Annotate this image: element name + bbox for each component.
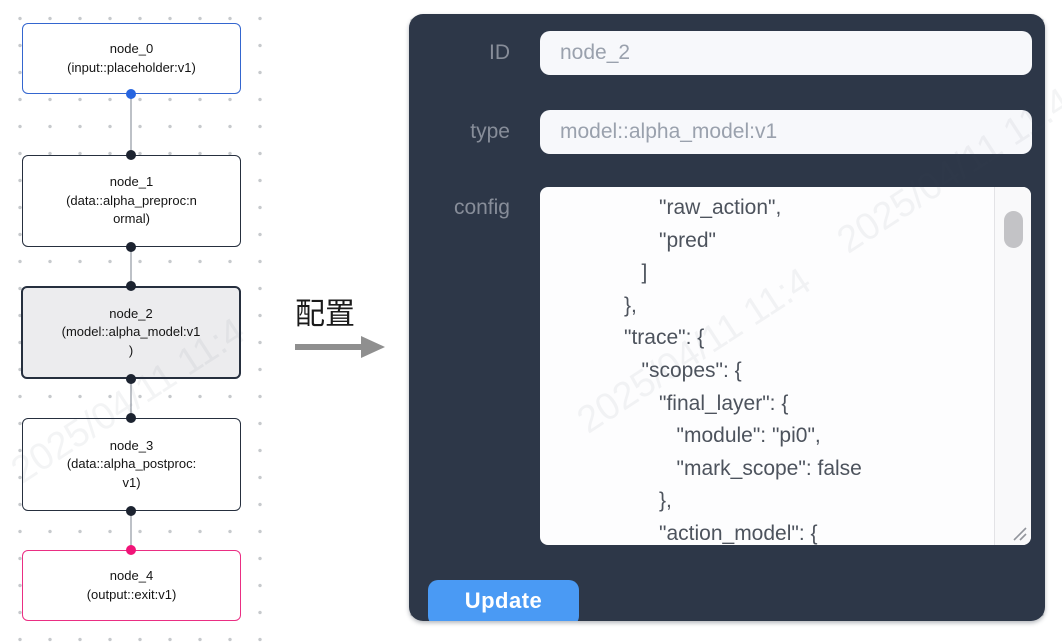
id-input-value: node_2 xyxy=(560,41,631,64)
update-button[interactable]: Update xyxy=(428,580,579,621)
node-type: (model::alpha_model:v1 xyxy=(61,324,201,340)
type-field-label: type xyxy=(470,120,510,143)
port-node_2-output[interactable] xyxy=(126,374,136,384)
port-node_3-output[interactable] xyxy=(126,506,136,516)
flow-node-node_0[interactable]: node_0 (input::placeholder:v1) xyxy=(22,23,241,94)
node-title: node_2 xyxy=(109,305,153,321)
type-input[interactable]: model::alpha_model:v1 xyxy=(540,110,1032,154)
config-field-label: config xyxy=(453,196,510,219)
node-type: ) xyxy=(128,342,134,358)
port-node_3-input[interactable] xyxy=(126,413,136,423)
flow-edge-3-4 xyxy=(130,511,132,550)
node-title: node_1 xyxy=(109,174,154,190)
config-json-text[interactable]: "raw_action", "pred" ] }, "trace": { "sc… xyxy=(624,196,862,545)
flow-node-node_3[interactable]: node_3 (data::alpha_postproc: v1) xyxy=(22,418,241,511)
node-type: (output::exit:v1) xyxy=(86,586,177,602)
node-type: (data::alpha_postproc: xyxy=(66,456,197,472)
scrollbar-thumb[interactable] xyxy=(1004,211,1023,248)
scrollbar-track[interactable] xyxy=(994,187,1031,545)
resize-handle-icon[interactable] xyxy=(1010,524,1028,542)
id-field-label: ID xyxy=(489,41,510,64)
flow-canvas: node_0 (input::placeholder:v1) node_1 (d… xyxy=(0,0,272,643)
flow-node-node_1[interactable]: node_1 (data::alpha_preproc:n ormal) xyxy=(22,155,241,247)
flow-node-node_4[interactable]: node_4 (output::exit:v1) xyxy=(22,550,241,621)
port-node_1-input[interactable] xyxy=(126,150,136,160)
flow-edge-1-2 xyxy=(130,247,132,286)
arrow-right-icon xyxy=(295,336,385,358)
port-node_0-output[interactable] xyxy=(126,89,136,99)
id-input[interactable]: node_2 xyxy=(540,31,1032,75)
flow-edge-0-1 xyxy=(130,94,132,155)
type-input-value: model::alpha_model:v1 xyxy=(560,120,778,143)
node-title: node_3 xyxy=(109,437,154,453)
flow-edge-2-3 xyxy=(130,379,132,418)
node-type: ormal) xyxy=(113,211,150,227)
config-annotation-label: 配置 xyxy=(295,297,355,332)
node-title: node_4 xyxy=(109,568,154,583)
node-type: (data::alpha_preproc:n xyxy=(66,192,197,208)
flow-node-node_2-selected[interactable]: node_2 (model::alpha_model:v1 ) xyxy=(21,286,241,379)
node-title: node_0 xyxy=(109,41,154,56)
node-config-panel: ID node_2 type model::alpha_model:v1 con… xyxy=(409,14,1045,621)
node-type: (input::placeholder:v1) xyxy=(67,59,196,75)
port-node_2-input[interactable] xyxy=(126,281,136,291)
port-node_1-output[interactable] xyxy=(126,242,136,252)
port-node_4-input[interactable] xyxy=(126,545,136,555)
node-type: v1) xyxy=(122,474,141,490)
config-editor[interactable]: "raw_action", "pred" ] }, "trace": { "sc… xyxy=(540,187,1031,545)
